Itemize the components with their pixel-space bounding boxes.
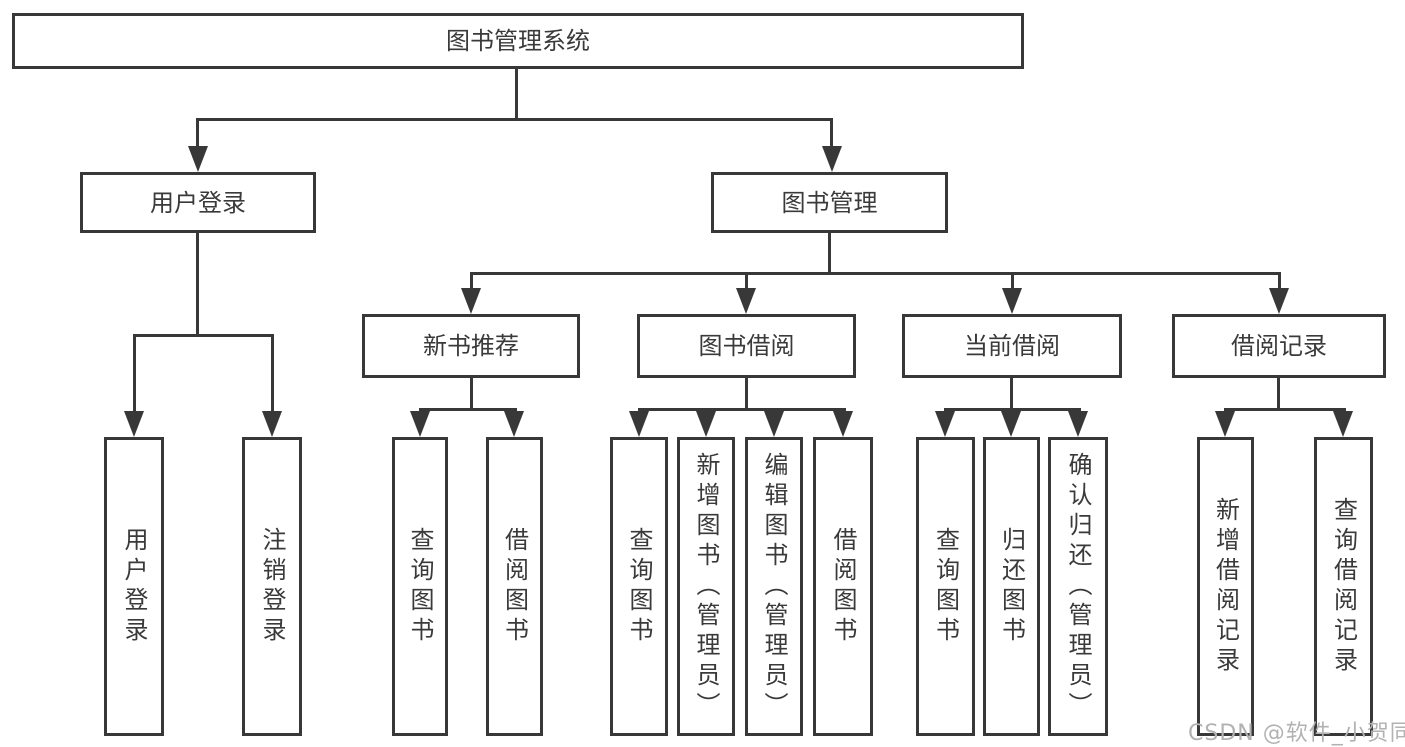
- connector-line: [1277, 378, 1280, 411]
- leaf-borrow-books-recommend: 借阅图书: [486, 437, 543, 736]
- arrowhead-icon: [1333, 411, 1353, 437]
- csdn-watermark: CSDN @软件_小贺同学: [1188, 721, 1405, 746]
- connector-line: [196, 233, 199, 337]
- arrowhead-icon: [764, 411, 784, 437]
- leaf-label: 归还图书: [997, 526, 1026, 647]
- arrowhead-icon: [262, 411, 282, 437]
- connector-line: [745, 272, 748, 292]
- arrowhead-icon: [1002, 288, 1022, 314]
- arrowhead-icon: [504, 411, 524, 437]
- connector-line: [470, 378, 473, 411]
- node-label: 图书管理: [781, 188, 878, 217]
- connector-line: [1224, 408, 1346, 411]
- connector-line: [1010, 378, 1013, 411]
- node-label: 当前借阅: [964, 332, 1060, 360]
- node-label: 借阅记录: [1231, 332, 1327, 360]
- leaf-query-books-borrowing: 查询图书: [610, 437, 668, 736]
- node-borrowing-records: 借阅记录: [1172, 314, 1386, 378]
- leaf-label: 新增图书（管理员）: [692, 451, 720, 722]
- node-label: 用户登录: [150, 188, 246, 217]
- node-label: 图书借阅: [698, 332, 795, 360]
- arrowhead-icon: [124, 411, 144, 437]
- connector-line: [470, 272, 473, 292]
- node-new-book-recommendation: 新书推荐: [362, 314, 580, 378]
- leaf-label: 查询借阅记录: [1329, 496, 1358, 677]
- node-current-borrowing: 当前借阅: [902, 314, 1122, 378]
- leaf-label: 注销登录: [258, 526, 286, 647]
- arrowhead-icon: [1215, 411, 1235, 437]
- arrowhead-icon: [833, 411, 853, 437]
- connector-line: [828, 233, 831, 275]
- leaf-label: 新增借阅记录: [1211, 496, 1240, 677]
- arrowhead-icon: [736, 288, 756, 314]
- leaf-label: 编辑图书（管理员）: [760, 451, 788, 722]
- connector-line: [745, 378, 748, 411]
- leaf-add-book-admin: 新增图书（管理员）: [677, 437, 735, 736]
- node-library-management-system: 图书管理系统: [12, 13, 1024, 69]
- arrowhead-icon: [1269, 288, 1289, 314]
- leaf-label: 用户登录: [120, 526, 148, 647]
- leaf-add-borrow-record: 新增借阅记录: [1197, 437, 1254, 736]
- connector-line: [419, 408, 517, 411]
- connector-line: [1278, 272, 1281, 292]
- arrowhead-icon: [410, 411, 430, 437]
- leaf-borrow-books: 借阅图书: [813, 437, 873, 736]
- arrowhead-icon: [696, 411, 716, 437]
- connector-line: [133, 334, 136, 414]
- leaf-label: 查询图书: [931, 526, 960, 647]
- leaf-label: 借阅图书: [829, 526, 857, 647]
- node-label: 图书管理系统: [446, 27, 590, 55]
- leaf-label: 查询图书: [406, 526, 434, 647]
- leaf-return-book: 归还图书: [983, 437, 1040, 736]
- arrowhead-icon: [188, 146, 208, 172]
- arrowhead-icon: [1068, 411, 1088, 437]
- leaf-query-books-current: 查询图书: [916, 437, 975, 736]
- leaf-confirm-return-admin: 确认归还（管理员）: [1048, 437, 1108, 736]
- node-user-login: 用户登录: [80, 172, 316, 233]
- leaf-query-borrow-record: 查询借阅记录: [1314, 437, 1373, 736]
- arrowhead-icon: [822, 146, 842, 172]
- connector-line: [196, 118, 833, 121]
- connector-line: [944, 408, 1081, 411]
- leaf-label: 确认归还（管理员）: [1064, 451, 1092, 722]
- arrowhead-icon: [935, 411, 955, 437]
- node-label: 新书推荐: [423, 332, 519, 360]
- arrowhead-icon: [1001, 411, 1021, 437]
- leaf-logout: 注销登录: [242, 437, 302, 736]
- connector-line: [271, 334, 274, 414]
- node-book-borrowing: 图书借阅: [637, 314, 856, 378]
- leaf-query-books-recommend: 查询图书: [392, 437, 448, 736]
- connector-line: [196, 118, 199, 150]
- node-book-management: 图书管理: [711, 172, 948, 233]
- connector-line: [830, 118, 833, 150]
- leaf-user-login: 用户登录: [104, 437, 164, 736]
- connector-line: [1011, 272, 1014, 292]
- leaf-label: 借阅图书: [500, 526, 529, 647]
- arrowhead-icon: [629, 411, 649, 437]
- connector-line: [133, 334, 274, 337]
- leaf-label: 查询图书: [625, 526, 653, 647]
- connector-line: [470, 272, 1281, 275]
- arrowhead-icon: [461, 288, 481, 314]
- connector-line: [638, 408, 846, 411]
- connector-line: [515, 69, 518, 118]
- leaf-edit-book-admin: 编辑图书（管理员）: [745, 437, 803, 736]
